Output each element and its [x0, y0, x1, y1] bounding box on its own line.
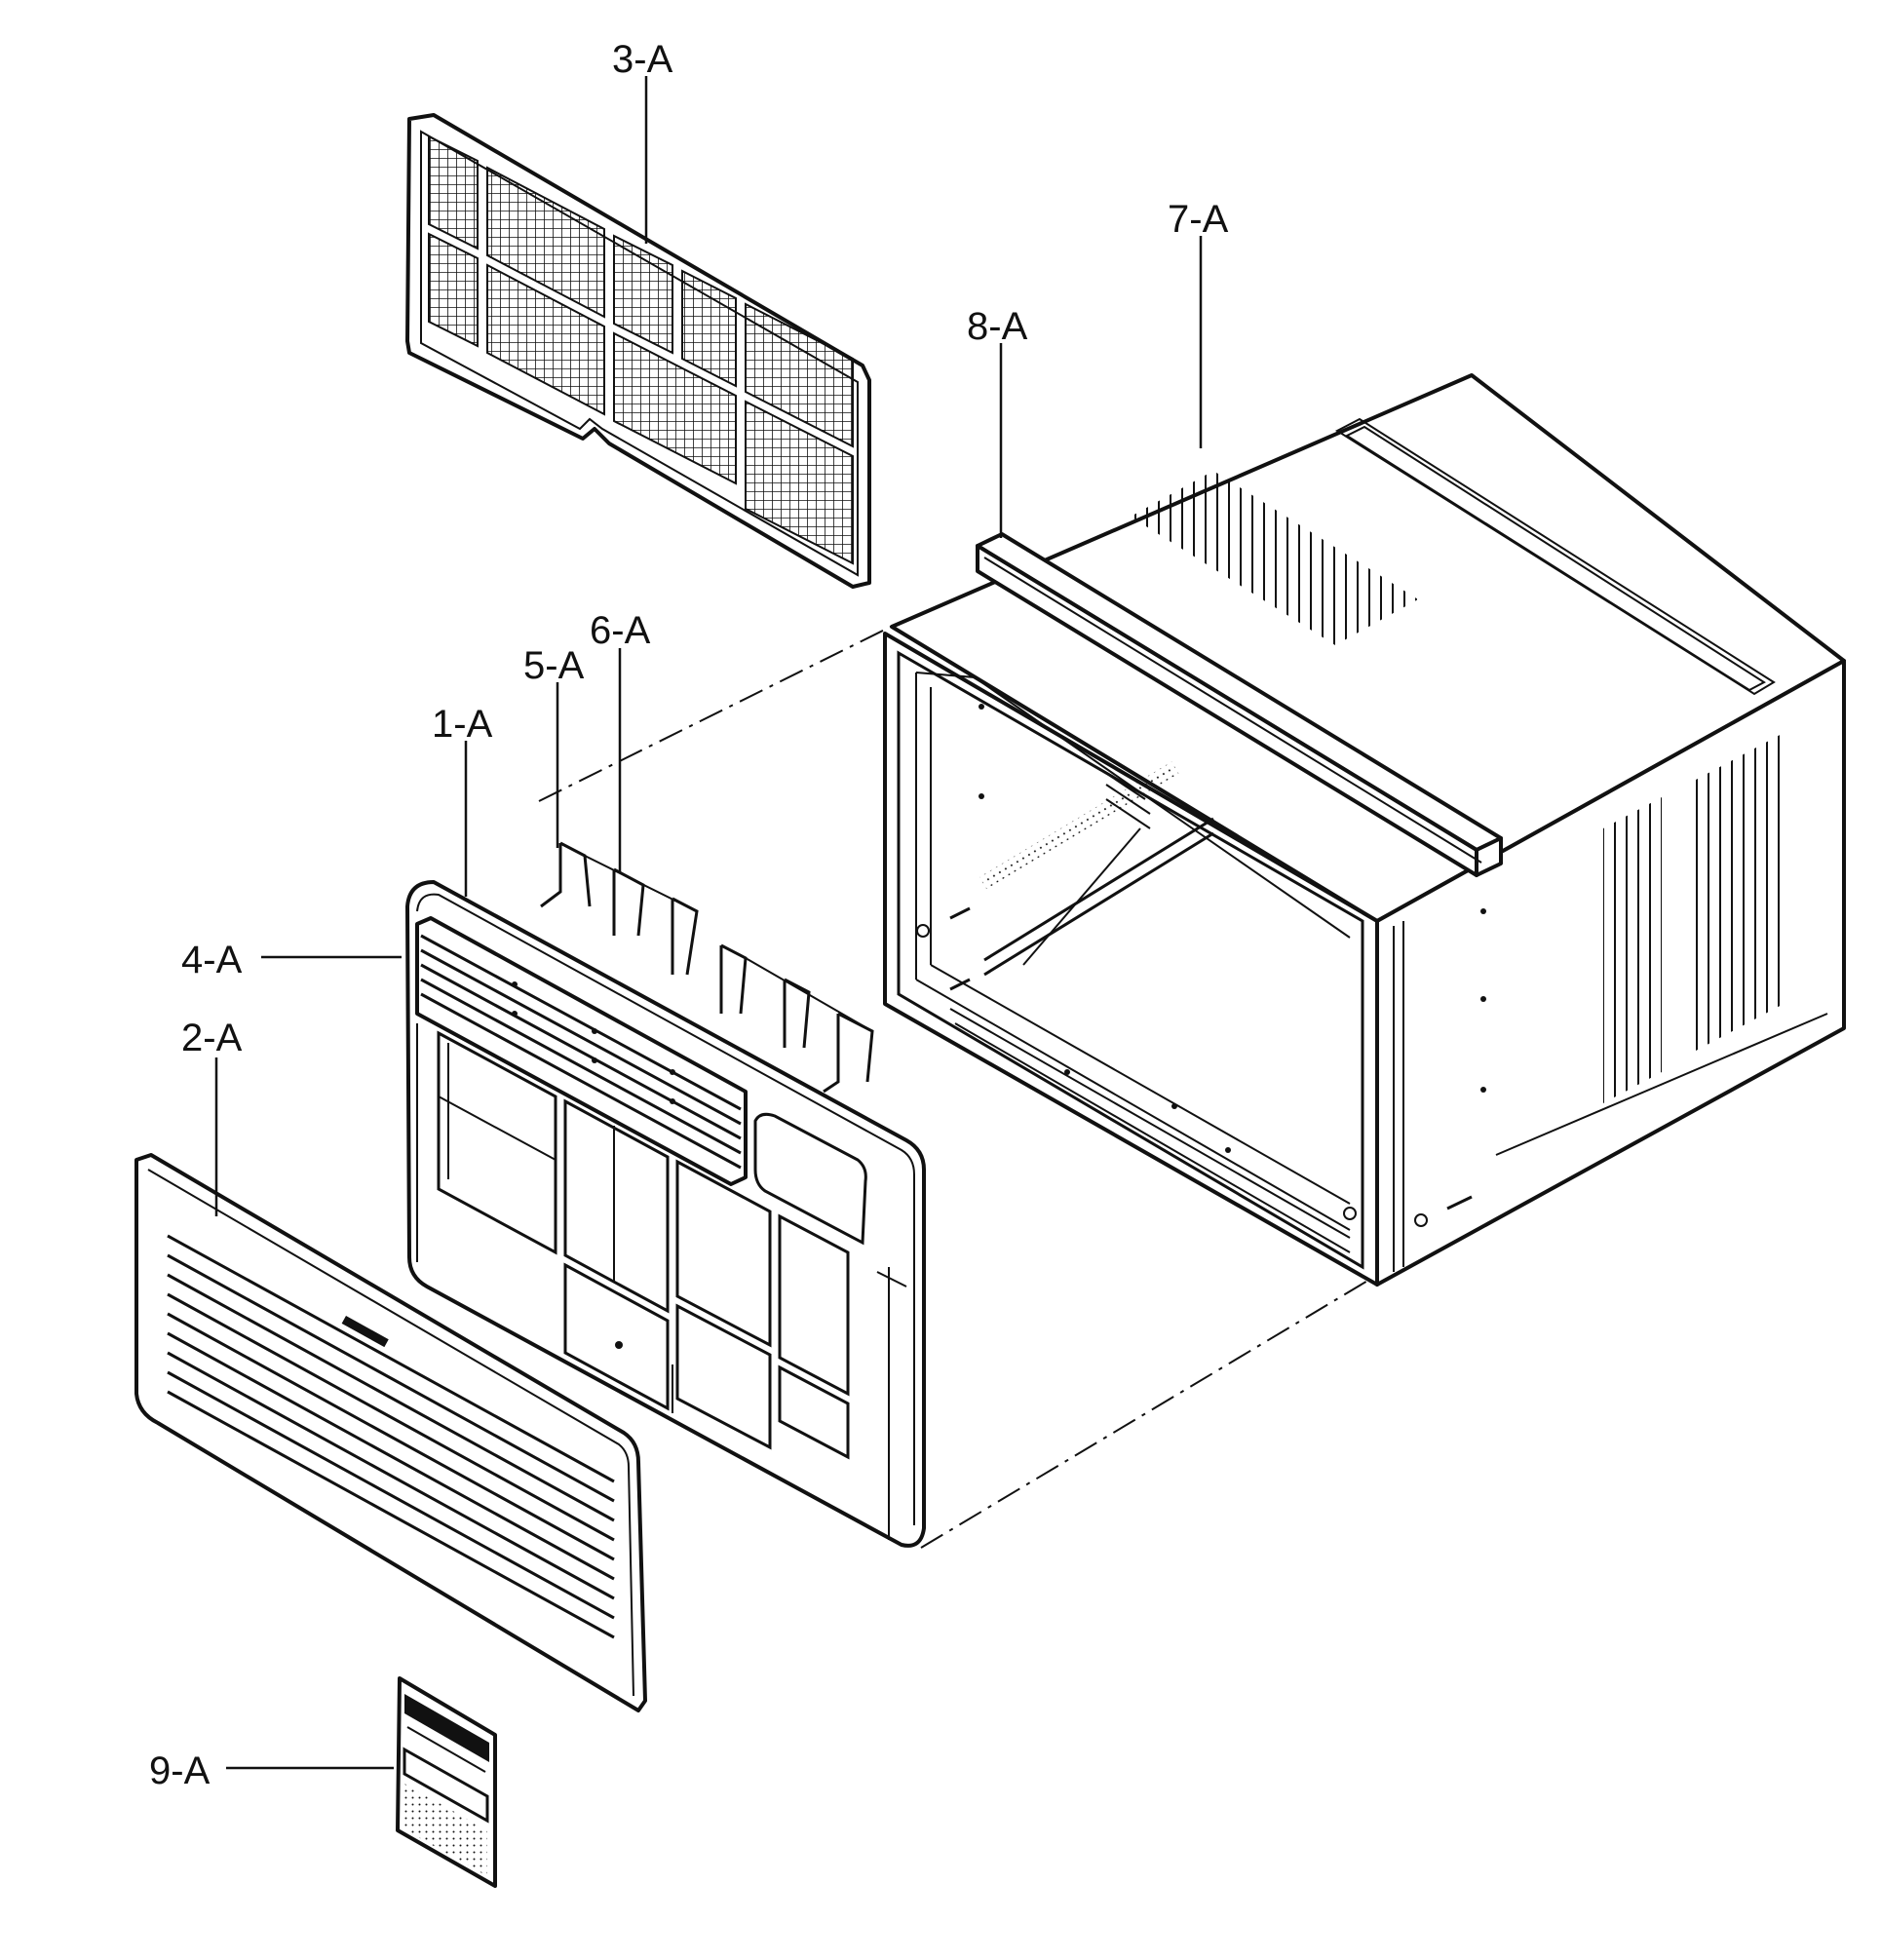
label-1a: 1-A: [432, 703, 493, 746]
label-5a: 5-A: [523, 644, 585, 687]
label-7a: 7-A: [1168, 198, 1229, 241]
energy-guide-label: [396, 1676, 497, 1888]
label-3a: 3-A: [612, 38, 673, 81]
label-2a: 2-A: [181, 1017, 243, 1059]
label-9a: 9-A: [149, 1749, 211, 1792]
part-labels: 3-A 7-A 8-A 6-A 5-A 1-A 4-A 2-A 9-A: [149, 38, 1229, 1792]
air-filter: [405, 113, 871, 589]
top-rail: [976, 532, 1503, 877]
leader-lines: [214, 76, 1203, 1770]
cabinet-outer-case: [883, 373, 1846, 1287]
label-8a: 8-A: [967, 305, 1028, 348]
front-grille: [134, 1153, 647, 1712]
label-6a: 6-A: [590, 609, 651, 652]
label-4a: 4-A: [181, 939, 243, 981]
louver-clips: [540, 841, 874, 1094]
front-frame: [405, 880, 926, 1548]
